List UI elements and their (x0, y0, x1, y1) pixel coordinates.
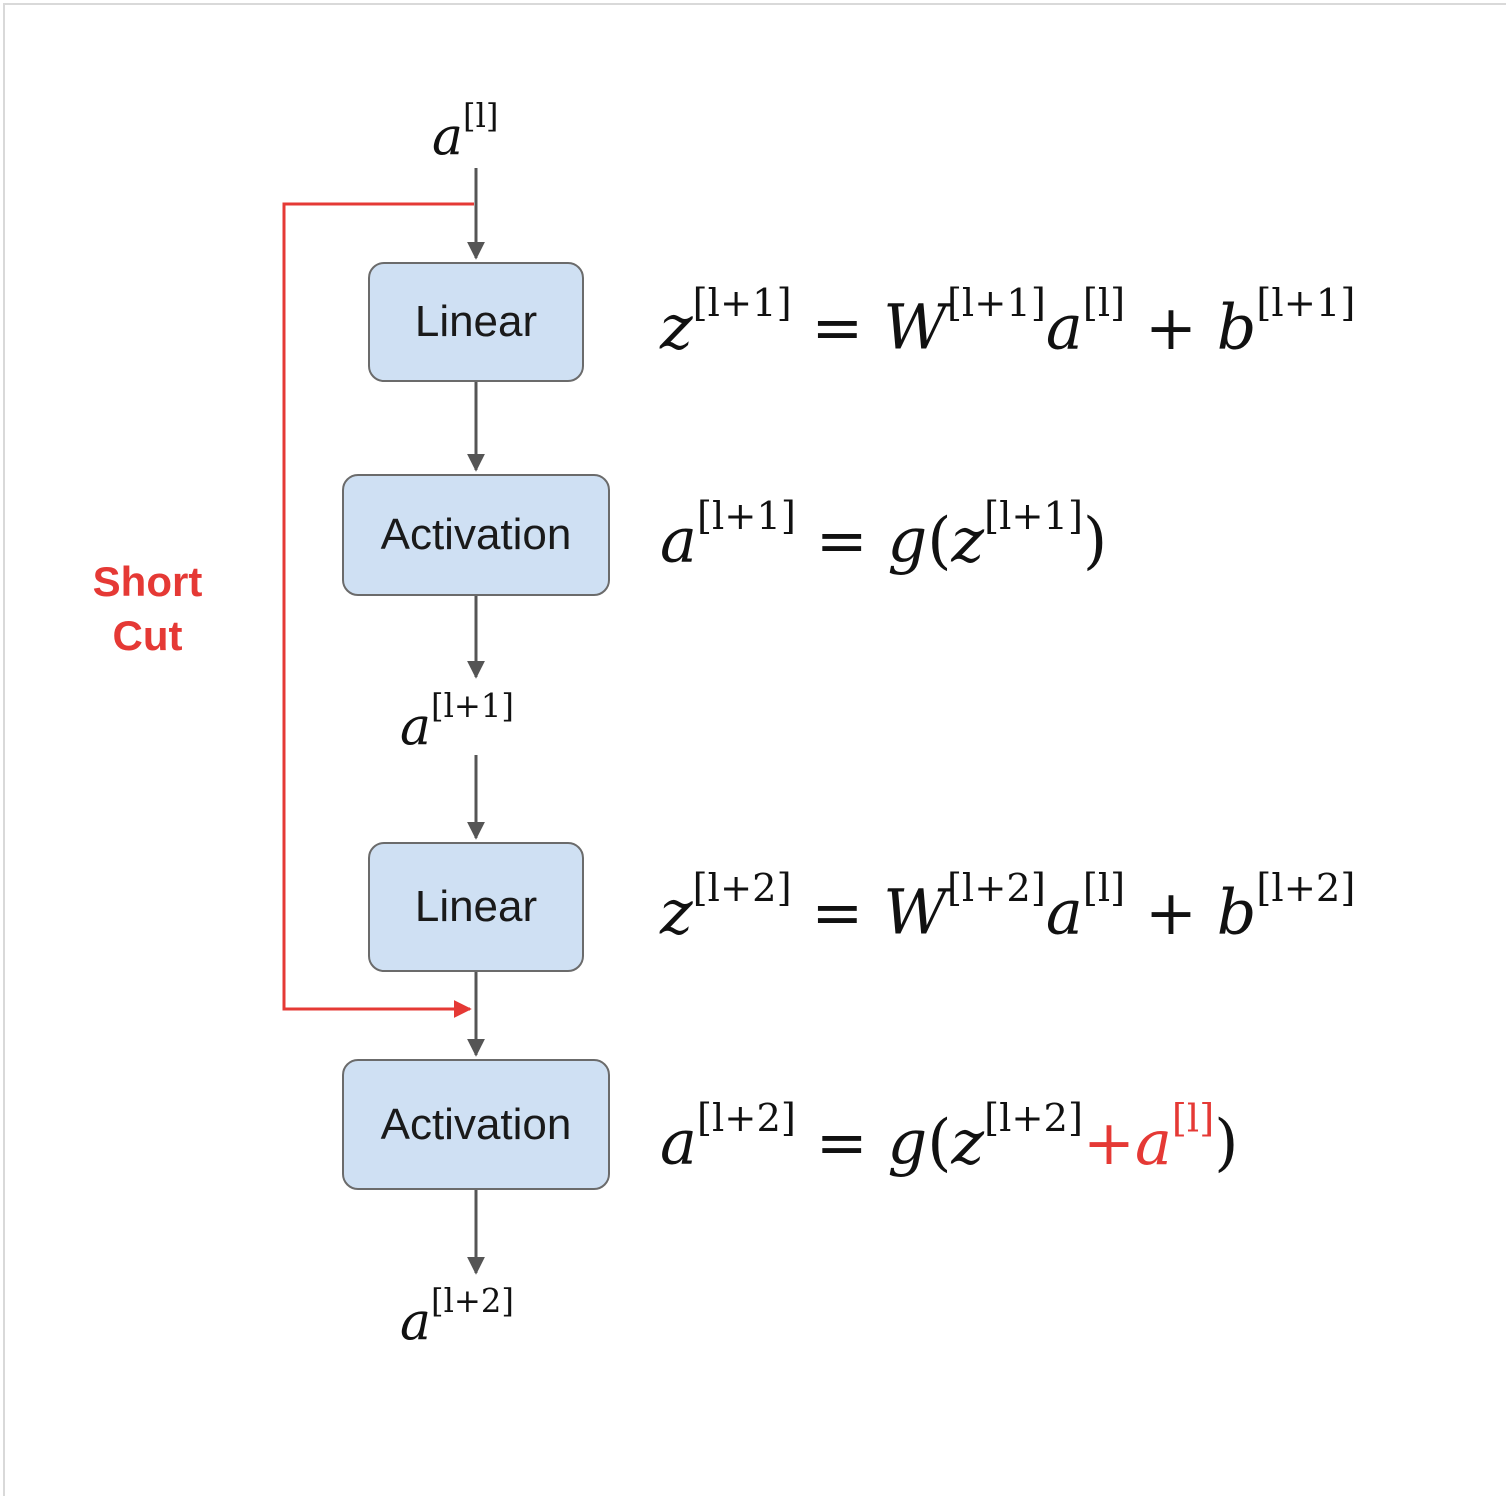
superscript-l: [l] (1082, 866, 1126, 911)
superscript-l2: [l+2] (692, 866, 792, 911)
symbol-g: g (887, 503, 928, 577)
superscript-l2: [l+2] (946, 866, 1046, 911)
superscript-l2: [l+2] (984, 1096, 1083, 1141)
superscript-l2: [l+2] (1256, 866, 1356, 911)
superscript-l1: [l+1] (696, 494, 796, 539)
equation-activation-1: a[l+1]=g(z[l+1]) (660, 497, 1107, 572)
superscript-l1: [l+1] (692, 281, 792, 326)
left-paren: ( (927, 503, 952, 577)
plus-sign: + (1144, 290, 1197, 364)
linear-layer-2: Linear (368, 842, 584, 972)
superscript-l1: [l+1] (431, 687, 514, 725)
plus-sign: + (1144, 875, 1197, 949)
symbol-z: z (951, 503, 985, 577)
superscript-l2: [l+2] (431, 1282, 514, 1320)
symbol-W: W (883, 290, 947, 364)
symbol-z: z (951, 1105, 985, 1179)
symbol-a: a (1134, 1105, 1172, 1179)
symbol-z: z (660, 290, 693, 364)
shortcut-term: +a[l] (1083, 1099, 1214, 1179)
equals-sign: = (811, 875, 864, 949)
shortcut-label-line1: Short (92, 558, 203, 605)
shortcut-connection (282, 202, 474, 1018)
input-activation-label: a[l] (432, 97, 499, 164)
equation-linear-1: z[l+1]=W[l+1]a[l]+b[l+1] (660, 284, 1355, 359)
superscript-l2: [l+2] (696, 1096, 796, 1141)
activation-layer-1: Activation (342, 474, 610, 596)
right-paren: ) (1083, 503, 1108, 577)
symbol-a: a (1045, 875, 1083, 949)
plus-sign: + (1083, 1105, 1135, 1179)
symbol-a: a (400, 1292, 432, 1353)
diagram-frame (3, 3, 1506, 1496)
symbol-a: a (660, 1105, 697, 1179)
symbol-z: z (660, 875, 693, 949)
superscript-l: [l] (463, 97, 499, 135)
symbol-b: b (1216, 290, 1257, 364)
output-activation-label: a[l+2] (400, 1282, 514, 1349)
symbol-a: a (1045, 290, 1083, 364)
equals-sign: = (815, 1105, 868, 1179)
superscript-l1: [l+1] (984, 494, 1083, 539)
symbol-g: g (887, 1105, 928, 1179)
symbol-b: b (1216, 875, 1257, 949)
symbol-a: a (400, 697, 432, 758)
equals-sign: = (811, 290, 864, 364)
linear-layer-1: Linear (368, 262, 584, 382)
symbol-a: a (432, 107, 464, 168)
equals-sign: = (815, 503, 868, 577)
superscript-l: [l] (1171, 1096, 1215, 1141)
equation-activation-2: a[l+2]=g(z[l+2]+a[l]) (660, 1099, 1238, 1174)
shortcut-label: Short Cut (60, 555, 235, 663)
superscript-l: [l] (1082, 281, 1126, 326)
superscript-l1: [l+1] (946, 281, 1046, 326)
superscript-l1: [l+1] (1256, 281, 1356, 326)
hidden-activation-label: a[l+1] (400, 687, 514, 754)
symbol-W: W (883, 875, 947, 949)
right-paren: ) (1214, 1105, 1239, 1179)
symbol-a: a (660, 503, 697, 577)
equation-linear-2: z[l+2]=W[l+2]a[l]+b[l+2] (660, 869, 1355, 944)
shortcut-label-line2: Cut (112, 612, 183, 659)
activation-layer-2: Activation (342, 1059, 610, 1190)
left-paren: ( (927, 1105, 952, 1179)
